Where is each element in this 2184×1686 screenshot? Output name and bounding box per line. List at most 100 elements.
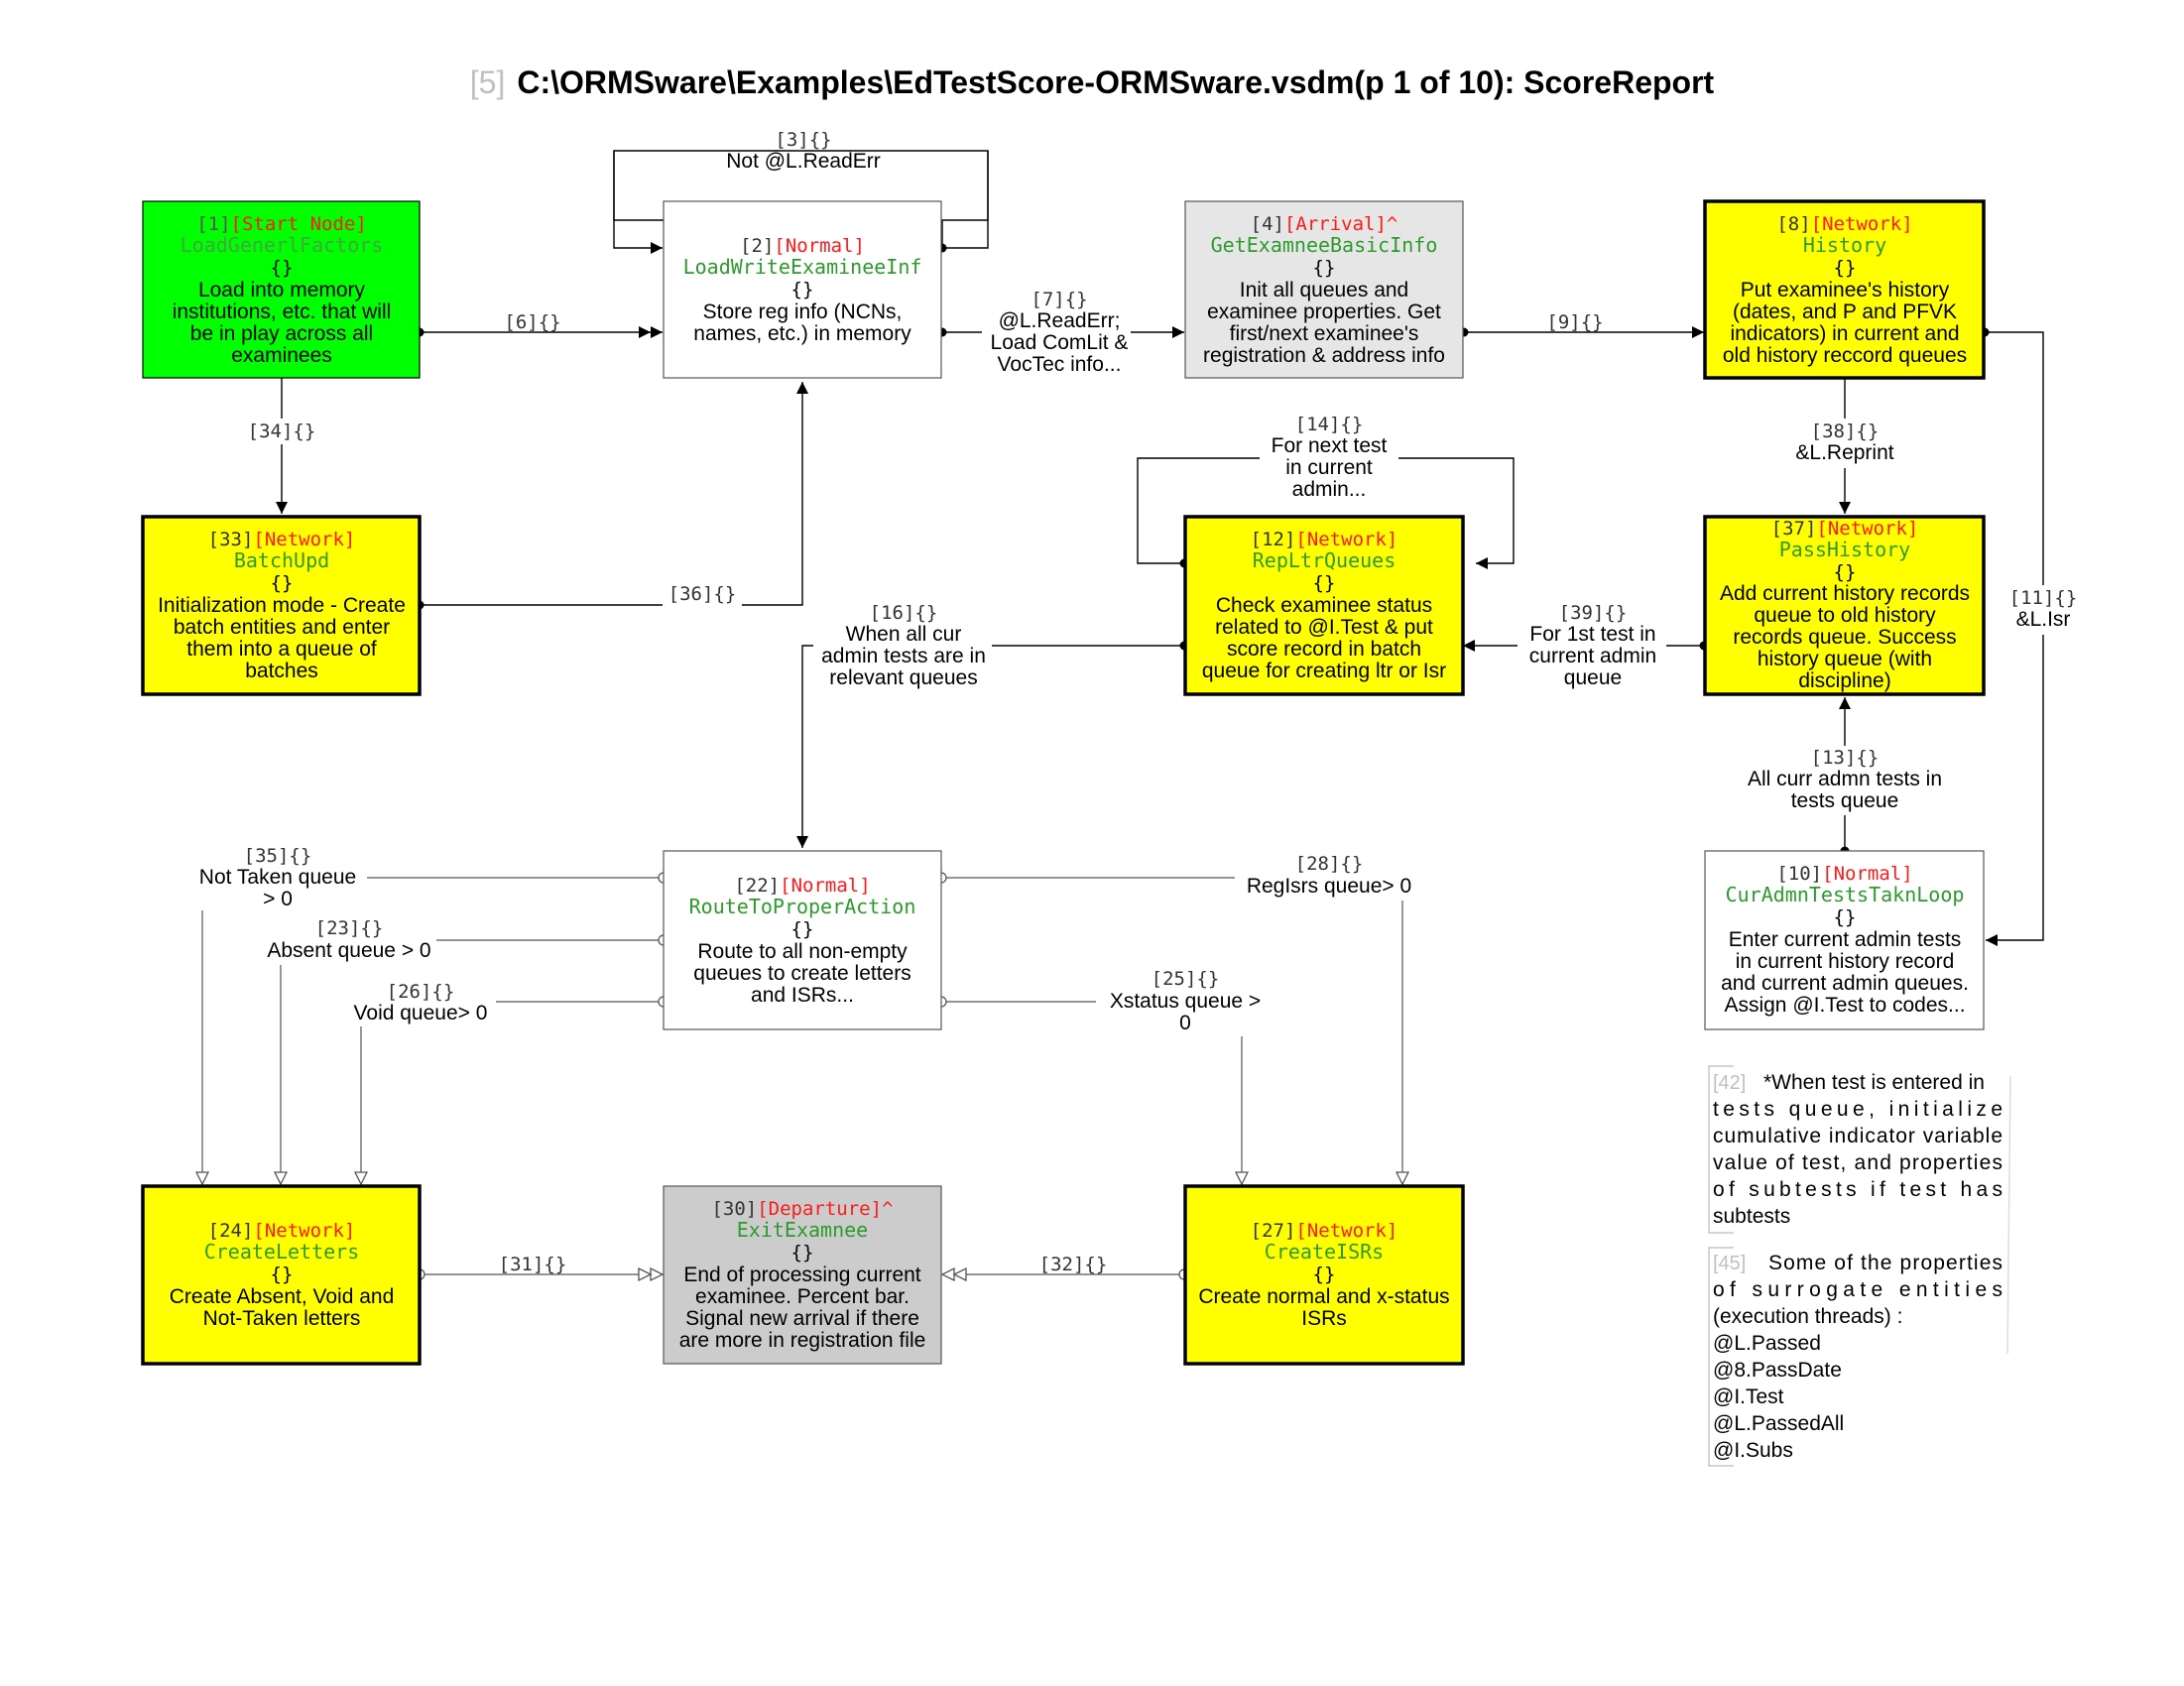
note-42-line4: value of test, and properties	[1713, 1151, 2002, 1174]
node-27-name: CreateISRs	[1265, 1240, 1384, 1264]
edge-23[interactable]: [23]{} Absent queue > 0	[258, 917, 664, 1184]
svg-text:[8][Network]: [8][Network]	[1776, 213, 1912, 235]
node-33-braces: {}	[271, 572, 294, 594]
node-10-cur-admn-tests-takn-loop[interactable]: [10][Normal] CurAdmnTestsTaknLoop {} Ent…	[1704, 850, 1985, 1030]
node-8-history[interactable]: [8][Network] History {} Put examinee's h…	[1703, 199, 1986, 380]
node-12-type: [Network]	[1295, 529, 1397, 550]
svg-text:[37][Network]: [37][Network]	[1771, 518, 1919, 540]
edge-11[interactable]: [11]{} &L.Isr	[1980, 327, 2088, 946]
node-37-pass-history[interactable]: [37][Network] PassHistory {} Add current…	[1703, 515, 1986, 696]
edge-16[interactable]: [16]{} When all cur admin tests are in r…	[796, 600, 1189, 848]
edge-26[interactable]: [26]{} Void queue> 0	[342, 979, 664, 1184]
node-4-get-examnee-basic-info[interactable]: [4][Arrival]^ GetExamneeBasicInfo {} Ini…	[1184, 200, 1464, 379]
node-30-exit-examnee[interactable]: [30][Departure]^ ExitExamnee {} End of p…	[663, 1185, 942, 1365]
node-10-type: [Normal]	[1822, 863, 1913, 885]
edge-9[interactable]: [9]{}	[1459, 311, 1704, 338]
node-30-type: [Departure]^	[757, 1198, 893, 1220]
node-10-braces: {}	[1834, 906, 1857, 928]
svg-text:[33][Network]: [33][Network]	[208, 529, 356, 550]
edge-25[interactable]: [25]{} Xstatus queue > 0	[941, 967, 1274, 1184]
node-33-desc-line4: batches	[245, 660, 318, 682]
edge-26-id: [26]{}	[387, 981, 455, 1003]
node-1-name: LoadGenerlFactors	[181, 233, 384, 257]
edge-14[interactable]: [14]{} For next test in current admin...	[1137, 414, 1515, 569]
edge-7-id: [7]{}	[1031, 289, 1087, 310]
edge-35[interactable]: [35]{} Not Taken queue > 0	[188, 845, 664, 1184]
node-12-desc-line2: related to @I.Test & put	[1215, 616, 1433, 639]
node-12-rep-ltr-queues[interactable]: [12][Network] RepLtrQueues {} Check exam…	[1183, 515, 1465, 696]
node-2-load-write-examinee-inf[interactable]: [2][Normal] LoadWriteExamineeInf {} Stor…	[663, 200, 942, 379]
node-4-desc-line3: first/next examinee's	[1230, 322, 1419, 345]
edge-39-label-line1: For 1st test in	[1529, 623, 1655, 646]
svg-text:[10][Normal]: [10][Normal]	[1776, 863, 1912, 885]
node-33-id: [33]	[208, 529, 254, 550]
edge-28-label: RegIsrs queue> 0	[1247, 875, 1411, 898]
node-10-desc-line4: Assign @I.Test to codes...	[1724, 994, 1965, 1017]
node-8-type: [Network]	[1811, 213, 1913, 235]
node-30-name: ExitExamnee	[737, 1218, 868, 1242]
node-30-desc-line4: are more in registration file	[679, 1329, 926, 1352]
node-12-braces: {}	[1313, 572, 1336, 594]
node-37-type: [Network]	[1816, 518, 1918, 540]
node-22-type: [Normal]	[780, 875, 871, 897]
node-33-type: [Network]	[253, 529, 355, 550]
edge-16-label-line2: admin tests are in	[821, 645, 986, 667]
node-27-braces: {}	[1313, 1264, 1336, 1285]
note-45-line6: @I.Test	[1713, 1385, 1784, 1408]
node-33-batch-upd[interactable]: [33][Network] BatchUpd {} Initialization…	[141, 515, 422, 696]
edge-32[interactable]: [32]{}	[942, 1254, 1184, 1275]
node-1-load-generl-factors[interactable]: [1][Start Node] LoadGenerlFactors {} Loa…	[142, 200, 421, 379]
note-42-line5: of subtests if test has	[1713, 1178, 2002, 1201]
edge-35-label-line2: > 0	[263, 888, 293, 910]
node-4-name: GetExamneeBasicInfo	[1211, 233, 1438, 257]
node-33-desc-line3: them into a queue of	[186, 638, 377, 661]
note-45-line3: (execution threads) :	[1713, 1305, 1902, 1328]
edge-36-id: [36]{}	[668, 583, 737, 605]
node-2-desc-line2: names, etc.) in memory	[693, 322, 911, 345]
edge-6-id: [6]{}	[504, 311, 560, 333]
node-10-name: CurAdmnTestsTaknLoop	[1726, 883, 1965, 906]
svg-text:[22][Normal]: [22][Normal]	[734, 875, 870, 897]
node-8-id: [8]	[1776, 213, 1810, 235]
node-27-create-isrs[interactable]: [27][Network] CreateISRs {} Create norma…	[1183, 1184, 1465, 1366]
node-2-name: LoadWriteExamineeInf	[683, 255, 922, 279]
node-22-route-to-proper-action[interactable]: [22][Normal] RouteToProperAction {} Rout…	[663, 850, 942, 1030]
node-27-id: [27]	[1251, 1220, 1296, 1242]
node-10-id: [10]	[1776, 863, 1822, 885]
node-8-desc-line1: Put examinee's history	[1741, 279, 1950, 301]
edge-7[interactable]: [7]{} @L.ReadErr; Load ComLit & VocTec i…	[937, 288, 1184, 377]
node-22-braces: {}	[791, 918, 814, 940]
edge-16-label-line3: relevant queues	[829, 666, 977, 689]
edge-3-label: Not @L.ReadErr	[726, 150, 881, 173]
diagram-title-prefix: [5]	[470, 64, 506, 100]
node-1-desc-line3: be in play across all	[190, 322, 373, 345]
node-37-desc-line4: history queue (with	[1758, 648, 1932, 670]
edge-13[interactable]: [13]{} All curr admn tests in tests queu…	[1731, 697, 1959, 856]
node-4-id: [4]	[1251, 213, 1284, 235]
edge-28[interactable]: [28]{} RegIsrs queue> 0	[941, 853, 1413, 1184]
edge-34[interactable]: [34]{}	[238, 378, 327, 514]
node-10-desc-line1: Enter current admin tests	[1729, 928, 1962, 951]
note-45-id: [45]	[1713, 1253, 1746, 1274]
edge-31[interactable]: [31]{}	[420, 1254, 663, 1275]
note-42: [42] *When test is entered in tests queu…	[1708, 1065, 2002, 1234]
svg-text:[2][Normal]: [2][Normal]	[740, 235, 865, 257]
node-33-desc-line1: Initialization mode - Create	[158, 594, 406, 617]
edge-3[interactable]: [3]{} Not @L.ReadErr	[613, 129, 989, 254]
edge-39[interactable]: [39]{} For 1st test in current admin que…	[1463, 600, 1709, 691]
node-22-name: RouteToProperAction	[689, 895, 916, 918]
node-24-create-letters[interactable]: [24][Network] CreateLetters {} Create Ab…	[141, 1184, 422, 1366]
note-45-line7: @L.PassedAll	[1713, 1412, 1844, 1435]
node-8-braces: {}	[1834, 257, 1857, 279]
note-42-line6: subtests	[1713, 1205, 1790, 1228]
node-12-desc-line1: Check examinee status	[1216, 594, 1432, 617]
edge-14-label-line2: in current	[1285, 456, 1373, 479]
svg-text:[12][Network]: [12][Network]	[1251, 529, 1398, 550]
edge-36[interactable]: [36]{}	[415, 382, 808, 610]
note-42-id: [42]	[1713, 1072, 1746, 1094]
edge-6[interactable]: [6]{}	[415, 311, 663, 338]
edge-38[interactable]: [38]{} &L.Reprint	[1785, 378, 1904, 514]
node-37-braces: {}	[1834, 561, 1857, 583]
node-30-braces: {}	[791, 1242, 814, 1264]
